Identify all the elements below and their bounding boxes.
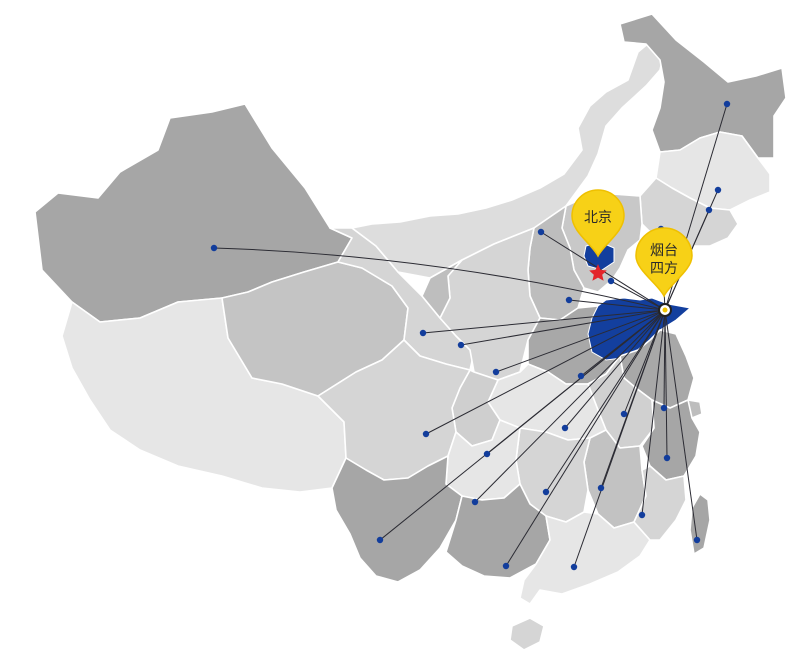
- destination-dot: [565, 296, 573, 304]
- route-line: [505, 309, 666, 567]
- destination-dot: [714, 186, 722, 194]
- provinces-layer: [34, 13, 787, 651]
- province-taiwan: [689, 493, 711, 555]
- route-line: [425, 309, 666, 435]
- destination-dot: [419, 329, 427, 337]
- route-line: [664, 309, 668, 459]
- beijing-pin: 北京: [571, 189, 625, 258]
- destination-dot: [723, 100, 731, 108]
- destination-dot: [607, 277, 615, 285]
- destination-dot: [492, 368, 500, 376]
- destination-dot: [542, 488, 550, 496]
- route-line: [641, 309, 666, 516]
- province-fujian: [633, 465, 687, 541]
- route-line: [573, 309, 666, 568]
- route-line: [379, 309, 666, 541]
- yantai-label-line1: 烟台: [650, 243, 678, 259]
- yantai-label-line2: 四方: [650, 261, 678, 277]
- destination-dots: [210, 100, 731, 571]
- destination-dot: [597, 484, 605, 492]
- destination-dot: [660, 404, 668, 412]
- route-line: [623, 309, 666, 415]
- province-ningxia: [421, 259, 463, 319]
- beijing-label: 北京: [584, 210, 612, 226]
- destination-dot: [561, 424, 569, 432]
- destination-dot: [705, 206, 713, 214]
- destination-dot: [693, 536, 701, 544]
- route-line: [474, 309, 666, 503]
- destination-dot: [210, 244, 218, 252]
- destination-dot: [570, 563, 578, 571]
- destination-dot: [663, 454, 671, 462]
- route-lines: [213, 103, 728, 568]
- province-yunnan: [331, 455, 463, 583]
- destination-dot: [502, 562, 510, 570]
- destination-dot: [483, 450, 491, 458]
- ring-icon: [658, 303, 672, 317]
- route-line: [495, 309, 666, 373]
- red-star-icon: [589, 264, 607, 281]
- destination-dot: [620, 410, 628, 418]
- route-line: [568, 299, 666, 311]
- route-line: [610, 280, 666, 311]
- route-line: [664, 309, 698, 541]
- route-line: [564, 309, 666, 429]
- destination-dot: [457, 341, 465, 349]
- yantai-sifang-pin: 烟台 四方: [635, 227, 693, 298]
- destination-dot: [638, 511, 646, 519]
- route-line: [460, 309, 666, 346]
- destination-dot: [537, 228, 545, 236]
- destination-dot: [376, 536, 384, 544]
- destination-dot: [422, 430, 430, 438]
- province-hainan: [509, 617, 545, 651]
- route-line: [545, 309, 666, 493]
- destination-dot: [471, 498, 479, 506]
- province-guangdong: [519, 511, 651, 605]
- route-line: [213, 247, 666, 311]
- destination-dot: [577, 372, 585, 380]
- route-line: [422, 309, 666, 334]
